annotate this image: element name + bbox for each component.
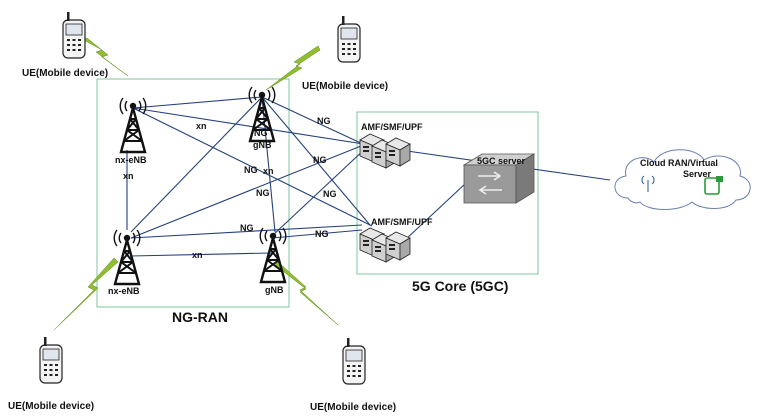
antenna-icon (641, 175, 655, 192)
svg-text:NG: NG (315, 229, 329, 239)
svg-text:NG: NG (240, 223, 254, 233)
gnb-bottom: gNB (259, 226, 287, 295)
ue-top-left: UE(Mobile device) (22, 11, 108, 79)
svg-text:UE(Mobile device): UE(Mobile device) (310, 402, 396, 413)
svg-text:NG: NG (313, 155, 327, 165)
svg-text:UE(Mobile device): UE(Mobile device) (302, 81, 388, 92)
cell-tower-icon (119, 96, 147, 154)
mobile-phone-icon (39, 336, 63, 384)
svg-text:xn: xn (192, 250, 203, 260)
svg-text:Server: Server (683, 169, 712, 179)
svg-text:gNB: gNB (253, 140, 272, 150)
svg-text:NG: NG (254, 128, 268, 138)
cloud-ran: Cloud RAN/Virtual Server (614, 149, 751, 210)
nx-enb-bottom: nx-eNB (108, 228, 141, 296)
svg-text:gNB: gNB (265, 285, 284, 295)
gnb-top: NG gNB (248, 85, 276, 150)
svg-text:5GC server: 5GC server (477, 156, 526, 166)
ng-ran-region (96, 78, 290, 308)
server-stack-icon (385, 231, 411, 261)
svg-text:AMF/SMF/UPF: AMF/SMF/UPF (361, 122, 423, 132)
server-card-icon (704, 176, 723, 195)
svg-text:NG: NG (256, 188, 270, 198)
5gc-server: 5GC server (462, 153, 536, 204)
svg-text:nx-eNB: nx-eNB (115, 155, 147, 165)
svg-text:NG: NG (244, 165, 258, 175)
svg-text:xn: xn (263, 166, 274, 176)
5g-core-region (356, 111, 539, 275)
svg-text:nx-eNB: nx-eNB (108, 286, 140, 296)
svg-text:xn: xn (123, 171, 134, 181)
ue-bottom-left: UE(Mobile device) (8, 336, 94, 412)
cell-tower-icon (259, 226, 287, 284)
svg-text:UE(Mobile device): UE(Mobile device) (22, 68, 108, 79)
svg-text:UE(Mobile device): UE(Mobile device) (8, 401, 94, 412)
ng-ran-title: NG-RAN (172, 309, 228, 325)
mobile-phone-icon (342, 337, 366, 385)
svg-text:AMF/SMF/UPF: AMF/SMF/UPF (371, 217, 433, 227)
ue-bottom-right: UE(Mobile device) (310, 337, 396, 413)
svg-text:Cloud RAN/Virtual: Cloud RAN/Virtual (640, 158, 718, 168)
svg-text:NG: NG (317, 116, 331, 126)
svg-text:xn: xn (196, 121, 207, 131)
network-switch-icon (462, 153, 536, 204)
amf-server-top: AMF/SMF/UPF (359, 122, 423, 169)
mobile-phone-icon (62, 11, 86, 59)
nx-enb-top: nx-eNB (115, 96, 147, 165)
server-stack-icon (385, 137, 411, 167)
5g-core-title: 5G Core (5GC) (412, 278, 508, 294)
ue-top-right: UE(Mobile device) (302, 15, 388, 92)
svg-text:NG: NG (323, 189, 337, 199)
mobile-phone-icon (337, 15, 361, 63)
link-labels: xn xn xn xn NG NG NG NG NG NG NG (123, 116, 337, 260)
amf-server-bottom: AMF/SMF/UPF (359, 217, 433, 263)
network-links (126, 96, 611, 257)
